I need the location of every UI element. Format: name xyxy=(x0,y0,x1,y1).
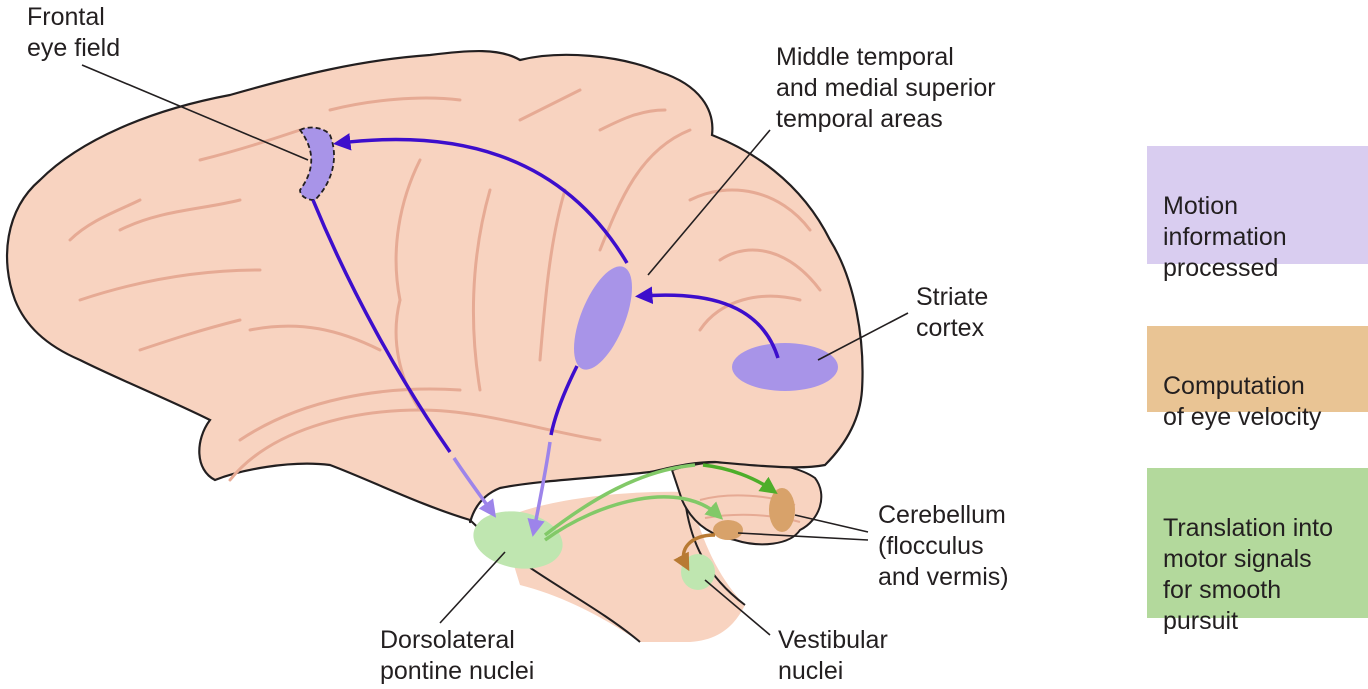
arrow-dlpn-to-vermis-dark xyxy=(702,463,778,495)
arrow-dlpn-to-flocculus xyxy=(543,495,724,542)
label-frontal-eye-field: Frontal eye field xyxy=(27,3,121,62)
legend-velocity-text: Computation of eye velocity xyxy=(1163,372,1322,431)
flocculus-region xyxy=(713,520,743,540)
legend-pursuit: Translation into motor signals for smoot… xyxy=(1147,468,1368,635)
frontal-eye-field-region xyxy=(298,126,335,201)
label-dlpn: Dorsolateral pontine nuclei xyxy=(380,626,535,685)
arrow-dlpn-to-vermis-light xyxy=(543,463,696,537)
cerebrum-shape xyxy=(5,50,864,524)
arrow-mt-to-dlpn-dark xyxy=(549,365,579,436)
arrow-mt-to-fef xyxy=(333,133,629,264)
legend-pursuit-text: Translation into motor signals for smoot… xyxy=(1163,514,1333,635)
mt-mst-region xyxy=(574,266,632,370)
arrow-mt-to-dlpn-light xyxy=(527,441,552,537)
arrow-striate-to-mt xyxy=(635,286,780,359)
arrow-fef-to-dlpn-light xyxy=(452,457,497,518)
sulci xyxy=(68,88,822,482)
label-cerebellum: Cerebellum (flocculus and vermis) xyxy=(878,501,1009,591)
arrow-flocculus-to-vestibular xyxy=(673,533,716,572)
label-striate-cortex: Striate cortex xyxy=(916,283,989,342)
vermis-region xyxy=(769,488,795,532)
label-mt-mst: Middle temporal and medial superior temp… xyxy=(776,43,996,133)
legend-velocity: Computation of eye velocity xyxy=(1147,326,1368,431)
leader-lines xyxy=(81,64,909,636)
arrow-fef-to-dlpn-dark xyxy=(311,199,452,453)
striate-cortex-region xyxy=(732,343,838,391)
legend-motion: Motion information processed xyxy=(1147,146,1368,282)
label-vestibular-nuclei: Vestibular nuclei xyxy=(778,626,888,685)
legend-motion-text: Motion information processed xyxy=(1163,192,1287,282)
